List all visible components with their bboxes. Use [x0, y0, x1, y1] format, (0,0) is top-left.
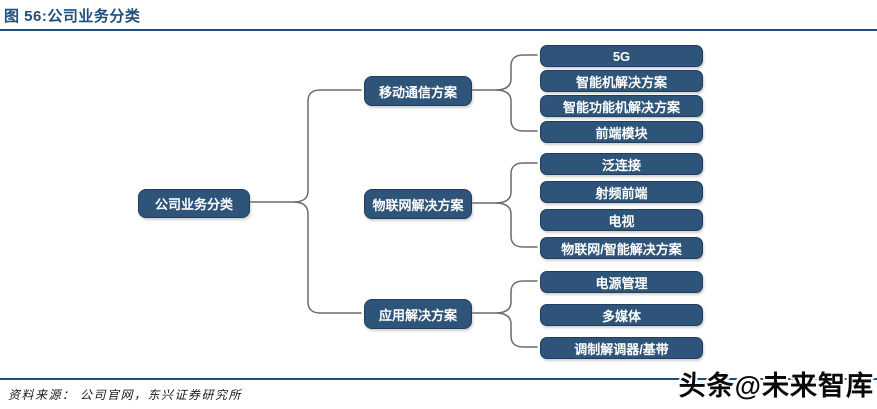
leaf-node-power-management: 电源管理 — [540, 271, 703, 293]
figure-title: 图 56:公司业务分类 — [4, 8, 141, 25]
footer-rule — [0, 378, 877, 380]
brace-root-down — [294, 201, 362, 314]
branch-node-iot: 物联网解决方案 — [364, 189, 472, 219]
brace-b0-up — [496, 54, 538, 91]
root-node: 公司业务分类 — [138, 189, 250, 218]
watermark: 头条@未来智库 — [678, 371, 874, 401]
leaf-node-front-end-module: 前端模块 — [540, 121, 703, 143]
leaf-node-iot-smart-solution: 物联网/智能解决方案 — [540, 237, 703, 259]
leaf-node-tv: 电视 — [540, 209, 703, 231]
leaf-node-pan-connectivity: 泛连接 — [540, 153, 703, 175]
brace-b0-down — [496, 89, 538, 132]
leaf-node-5g: 5G — [540, 45, 703, 67]
title-underline — [0, 29, 877, 31]
leaf-node-rf-front-end: 射频前端 — [540, 181, 703, 203]
leaf-node-feature-phone-solution: 智能功能机解决方案 — [540, 95, 703, 117]
branch-node-mobile-comm: 移动通信方案 — [364, 76, 472, 106]
branch-node-application: 应用解决方案 — [364, 299, 472, 329]
leaf-node-smartphone-solution: 智能机解决方案 — [540, 70, 703, 92]
brace-root-up — [294, 89, 362, 203]
source-note: 资料来源： 公司官网，东兴证券研究所 — [8, 388, 243, 402]
leaf-node-multimedia: 多媒体 — [540, 304, 703, 326]
brace-b2-down — [496, 312, 538, 348]
brace-b2-up — [496, 280, 538, 314]
brace-b1-up — [496, 162, 538, 204]
brace-b1-down — [496, 202, 538, 248]
leaf-node-modem-baseband: 调制解调器/基带 — [540, 337, 703, 359]
